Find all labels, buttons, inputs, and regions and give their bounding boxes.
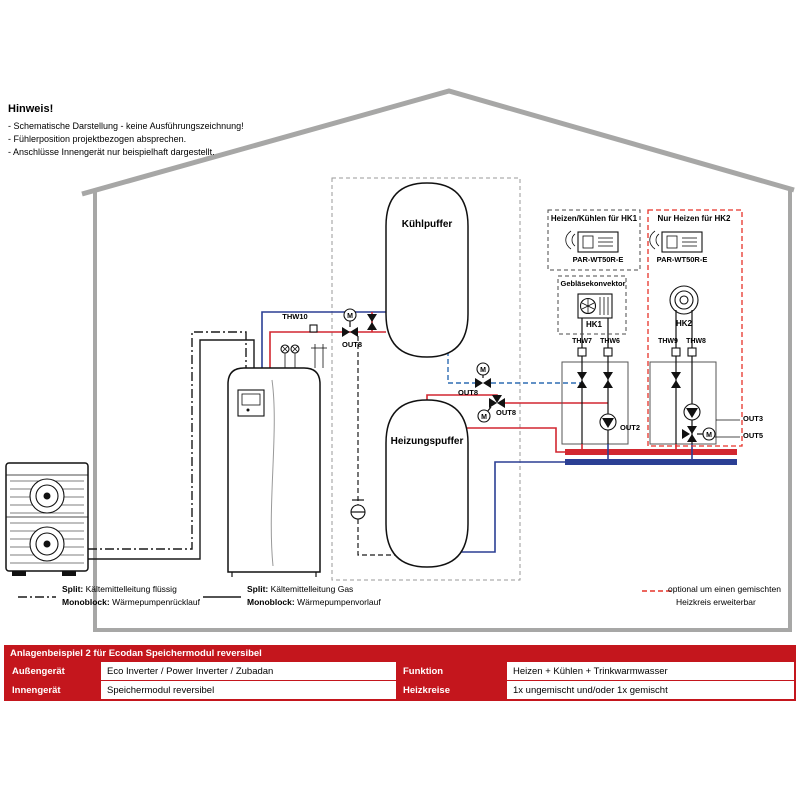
- optional-note-line2: Heizkreis erweiterbar: [676, 597, 756, 607]
- hk1-hydraulic-group: [561, 318, 629, 445]
- table-value: Eco Inverter / Power Inverter / Zubadan: [100, 661, 397, 681]
- return-manifold-bar: [565, 459, 737, 465]
- hk1-title: Heizen/Kühlen für HK1: [550, 214, 638, 223]
- table-key: Innengerät: [5, 680, 101, 700]
- hk2-controller-label: PAR-WT50R-E: [656, 255, 708, 264]
- thw7-sensor-icon: [577, 347, 587, 357]
- cooling-supply-pipe: [447, 351, 582, 384]
- hk2-controller-icon: [649, 230, 703, 253]
- hk1-name-label: HK1: [585, 320, 603, 329]
- out5-label: OUT5: [743, 431, 764, 440]
- fan-icon: [29, 478, 65, 562]
- motor-valve-out8-b: M: [475, 362, 491, 388]
- hk1-controller-icon: [565, 230, 619, 253]
- table-row: Innengerät Speichermodul reversibel Heiz…: [5, 680, 795, 700]
- hk1-zone-box: [547, 209, 641, 271]
- heat-buffer-tank: [385, 399, 469, 568]
- hinweis-title: Hinweis!: [8, 103, 54, 115]
- thw6-label: THW6: [600, 338, 620, 345]
- out2-label: OUT2: [620, 423, 641, 432]
- legend-split-gas: Split: Kältemittelleitung Gas: [247, 584, 354, 594]
- flow-manifold-bar: [565, 449, 737, 455]
- house-outline: [81, 88, 795, 632]
- thw8-label: THW8: [686, 338, 706, 345]
- heat-buffer-label: Heizungspuffer: [390, 436, 464, 447]
- svg-text:M: M: [706, 432, 712, 439]
- thw6-sensor-icon: [603, 347, 613, 357]
- svg-text:M: M: [347, 313, 353, 320]
- svg-text:M: M: [481, 414, 487, 421]
- legend-monoblock-return: Monoblock: Wärmepumpenrücklauf: [62, 597, 200, 607]
- table-value: Speichermodul reversibel: [100, 680, 397, 700]
- scope-boundary: [331, 177, 521, 581]
- hk2-hydraulic-group: M: [649, 310, 740, 445]
- cool-buffer-tank: [385, 182, 469, 358]
- svg-text:M: M: [480, 367, 486, 374]
- thw9-label: THW9: [658, 338, 678, 345]
- legend-split-liquid: Split: Kältemittelleitung flüssig: [62, 584, 177, 594]
- motor-valve-out8-a: M: [342, 308, 358, 337]
- hk1-controller-label: PAR-WT50R-E: [572, 255, 624, 264]
- hk2-title: Nur Heizen für HK2: [657, 214, 731, 223]
- hinweis-note-1: - Schematische Darstellung - keine Ausfü…: [8, 121, 244, 131]
- thw8-sensor-icon: [687, 347, 697, 357]
- out8-label-c: OUT8: [495, 408, 517, 417]
- cool-buffer-label: Kühlpuffer: [401, 219, 453, 230]
- capped-connection-icon: [280, 344, 300, 368]
- out8-label-b: OUT8: [457, 388, 479, 397]
- hk2-optional-box: [647, 209, 743, 447]
- table-value: Heizen + Kühlen + Trinkwarmwasser: [506, 661, 795, 681]
- out3-label: OUT3: [743, 414, 764, 423]
- hinweis-note-3: - Anschlüsse Innengerät nur beispielhaft…: [8, 147, 215, 157]
- table-key: Heizkreise: [396, 680, 507, 700]
- motor-valve-out8-c: M: [477, 395, 505, 423]
- hinweis-note-2: - Fühlerposition projektbezogen absprech…: [8, 134, 187, 144]
- table-key: Außengerät: [5, 661, 101, 681]
- spec-table: Anlagenbeispiel 2 für Ecodan Speichermod…: [4, 645, 796, 701]
- refrigerant-gas-line: [88, 339, 255, 560]
- hk2-name-label: HK2: [675, 319, 693, 328]
- vent-connection-icon: [311, 344, 327, 368]
- spec-table-title: Anlagenbeispiel 2 für Ecodan Speichermod…: [5, 646, 795, 661]
- table-row: Außengerät Eco Inverter / Power Inverter…: [5, 661, 795, 681]
- outdoor-unit: [5, 462, 89, 576]
- monoblock-return-drop: [350, 336, 406, 561]
- refrigerant-liquid-line: [88, 331, 247, 550]
- thw9-sensor-icon: [671, 347, 681, 357]
- floor-heating-icon: [669, 285, 699, 315]
- valve-icon: [671, 372, 681, 388]
- indoor-unit: [227, 344, 327, 577]
- convector-label: Gebläsekonvektor: [560, 279, 626, 288]
- out8-label-a: OUT8: [341, 340, 363, 349]
- table-value: 1x ungemischt und/oder 1x gemischt: [506, 680, 795, 700]
- thw10-sensor-icon: [309, 324, 318, 333]
- thw10-label: THW10: [282, 312, 308, 321]
- table-key: Funktion: [396, 661, 507, 681]
- thw7-label: THW7: [572, 338, 592, 345]
- fan-convector-icon: [577, 293, 613, 319]
- valve-icon: [577, 372, 587, 388]
- indoor-flow-pipes: [261, 311, 386, 368]
- mixing-valve-icon: M: [682, 426, 716, 442]
- optional-note-line1: optional um einen gemischten: [668, 584, 781, 594]
- legend-monoblock-flow: Monoblock: Wärmepumpenvorlauf: [247, 597, 381, 607]
- valve-icon: [367, 314, 377, 330]
- valve-icon: [603, 372, 613, 388]
